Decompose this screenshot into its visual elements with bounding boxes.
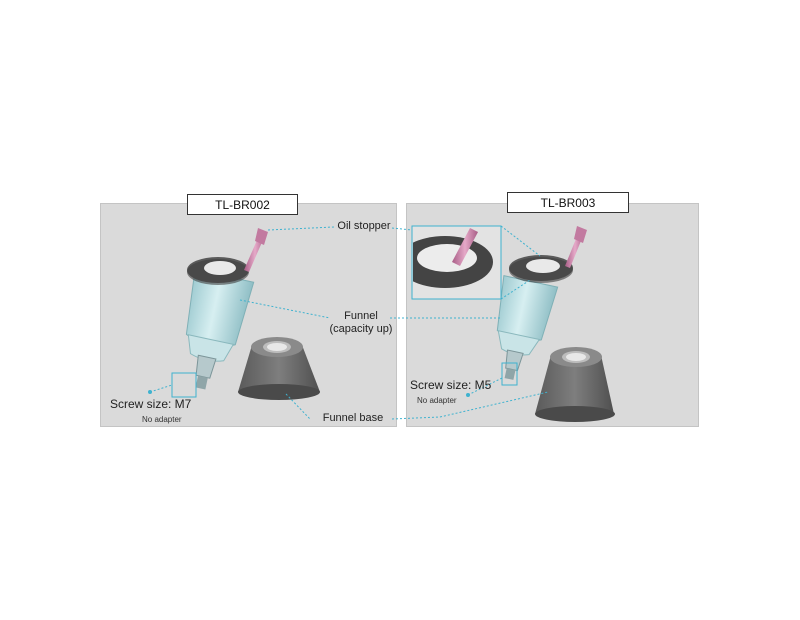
model-tag-tl-br002: TL-BR002 [187, 194, 298, 215]
model-tag-tl-br003: TL-BR003 [507, 192, 629, 213]
leader-lines [149, 225, 549, 420]
right-oil-stopper [509, 255, 573, 283]
left-funnel-glass [185, 269, 255, 390]
left-oil-stopper [187, 257, 249, 285]
left-screw-highlight-box [171, 372, 197, 398]
label-funnel-line2: (capacity up) [329, 323, 393, 335]
right-screw-size: Screw size: M5 [410, 378, 492, 392]
leader-base-right [391, 416, 441, 420]
right-screw-highlight-box [501, 362, 518, 386]
left-adapter-note: No adapter [142, 415, 182, 424]
leader-dot-right [466, 393, 470, 397]
label-funnel: Funnel (capacity up) [328, 310, 394, 336]
label-oil-stopper: Oil stopper [337, 220, 391, 232]
leader-screw-left [149, 384, 173, 393]
leader-base-left [285, 393, 311, 420]
leader-oil-stopper-left [267, 226, 335, 231]
right-funnel-base [535, 347, 615, 422]
right-adapter-note: No adapter [417, 396, 457, 405]
right-funnel-assembly [496, 226, 615, 422]
label-funnel-base: Funnel base [322, 412, 384, 424]
leader-dot-left [148, 390, 152, 394]
right-rod [565, 226, 587, 268]
left-rod [244, 228, 268, 272]
leader-funnel-left [239, 299, 331, 319]
left-funnel-base [238, 337, 320, 400]
label-funnel-line1: Funnel [344, 310, 378, 322]
oil-stopper-zoom-inset [411, 225, 502, 300]
left-screw-size: Screw size: M7 [110, 397, 192, 411]
left-funnel-assembly [171, 228, 320, 400]
leader-oil-stopper-right [391, 227, 413, 231]
